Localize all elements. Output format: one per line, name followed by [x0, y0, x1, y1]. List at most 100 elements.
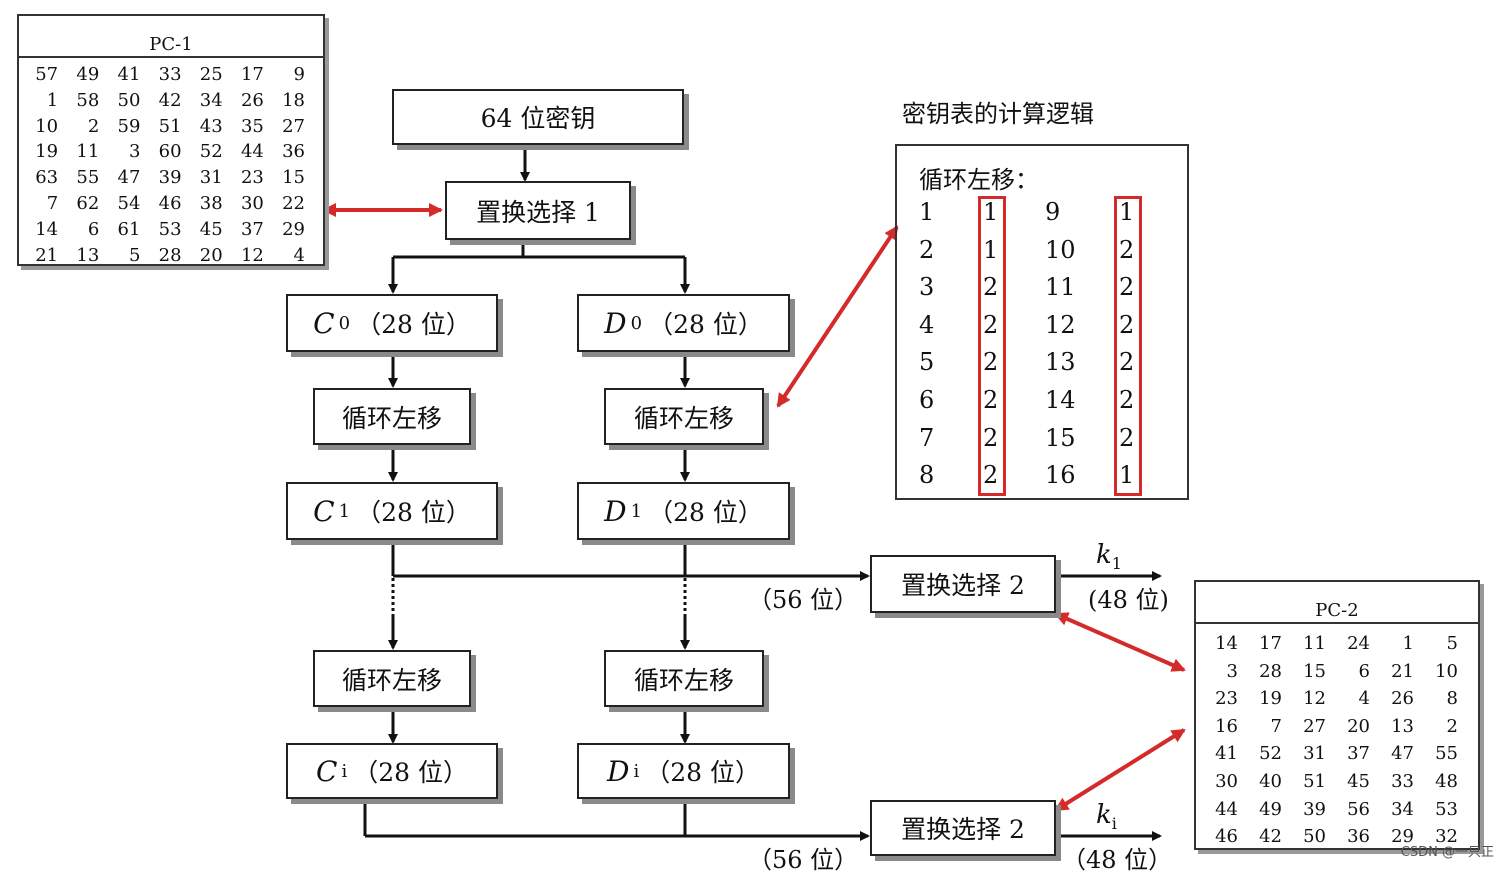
table-cell: 53: [1435, 798, 1458, 820]
table-cell: 48: [1435, 770, 1458, 792]
table-cell: 26: [1391, 688, 1414, 710]
round-number: 4: [919, 310, 935, 339]
table-cell: 18: [282, 89, 305, 111]
shift-count: 2: [1119, 273, 1135, 302]
ki-sub: i: [1111, 814, 1117, 834]
table-cell: 57: [35, 64, 59, 85]
table-cell: 19: [35, 141, 59, 163]
di-sub: i: [633, 760, 640, 782]
table-cell: 29: [282, 218, 305, 240]
shift-count: 2: [983, 423, 999, 452]
table-cell: 41: [117, 64, 141, 85]
pc1-box-label: 置换选择 1: [476, 197, 600, 227]
c-shift-box-1: 循环左移: [313, 388, 471, 445]
table-cell: 43: [199, 115, 223, 137]
bits56-label-1: （56 位）: [748, 586, 859, 614]
table-cell: 7: [1270, 715, 1282, 737]
table-cell: 12: [1303, 688, 1326, 710]
table-cell: 53: [158, 218, 182, 240]
table-cell: 22: [282, 192, 305, 214]
d-shift-label-1: 循环左移: [633, 403, 734, 433]
table-cell: 46: [1215, 826, 1238, 848]
round-number: 5: [919, 348, 935, 377]
table-cell: 11: [1303, 633, 1326, 654]
table-cell: 46: [158, 192, 182, 214]
di-bits: （28 位）: [645, 758, 760, 787]
table-cell: 51: [1303, 770, 1326, 792]
shift-count: 2: [1119, 348, 1135, 377]
table-cell: 28: [1259, 660, 1282, 682]
table-cell: 30: [240, 192, 264, 214]
ci-name: C: [316, 754, 338, 788]
round-number: 9: [1045, 198, 1061, 226]
table-cell: 33: [1391, 770, 1414, 792]
c0-sub: 0: [338, 312, 351, 334]
pc1-split-line: [393, 240, 685, 259]
table-cell: 23: [1215, 688, 1238, 710]
c0-name: C: [313, 306, 335, 340]
table-cell: 5: [1446, 633, 1458, 654]
table-cell: 44: [240, 141, 264, 163]
table-cell: 41: [1215, 743, 1238, 765]
table-cell: 10: [1435, 660, 1458, 682]
table-cell: 24: [1347, 633, 1370, 654]
table-cell: 23: [240, 167, 264, 189]
table-cell: 6: [1358, 660, 1370, 682]
table-cell: 50: [1303, 826, 1326, 848]
d1-name: D: [604, 494, 627, 528]
table-cell: 42: [1259, 826, 1282, 848]
table-cell: 44: [1215, 798, 1238, 820]
round-number: 11: [1045, 273, 1076, 302]
ki-label: ki: [1096, 800, 1117, 833]
table-cell: 51: [158, 115, 182, 137]
table-cell: 16: [1215, 715, 1238, 737]
table-cell: 47: [1391, 743, 1414, 765]
right-shift-highlight: [1114, 196, 1142, 496]
ci-bits: （28 位）: [353, 758, 468, 787]
shift-count: 2: [983, 461, 999, 490]
table-cell: 50: [117, 89, 141, 111]
ki-name: k: [1096, 800, 1112, 830]
table-cell: 35: [240, 115, 264, 137]
pc1-box: 置换选择 1: [445, 181, 631, 240]
shift-logic-link-arrow: [776, 225, 899, 408]
table-cell: 13: [76, 244, 100, 266]
shift-count: 2: [1119, 310, 1135, 339]
table-cell: 25: [199, 64, 223, 85]
table-cell: 59: [117, 115, 141, 137]
table-cell: 52: [1259, 743, 1282, 765]
d1-sub: 1: [630, 500, 643, 522]
table-cell: 5: [128, 244, 141, 266]
shift-count: 2: [983, 310, 999, 339]
table-cell: 30: [1215, 770, 1238, 792]
table-cell: 12: [240, 244, 264, 266]
di-name: D: [607, 754, 630, 788]
table-cell: 60: [158, 141, 182, 163]
round-number: 15: [1045, 423, 1076, 452]
k1-label: k1: [1096, 540, 1122, 573]
round-number: 1: [919, 198, 935, 226]
table-cell: 3: [128, 141, 141, 163]
round-number: 2: [919, 235, 935, 264]
table-cell: 2: [87, 115, 100, 137]
table-cell: 37: [240, 218, 264, 240]
shift-count: 1: [983, 235, 999, 264]
table-cell: 1: [1402, 633, 1414, 654]
c-shift-box-2: 循环左移: [313, 650, 471, 707]
table-cell: 10: [35, 115, 59, 137]
c1-sub: 1: [338, 500, 351, 522]
table-cell: 28: [158, 244, 182, 266]
table-cell: 39: [158, 167, 182, 189]
table-cell: 33: [158, 64, 182, 85]
d-shift-box-1: 循环左移: [604, 388, 764, 445]
